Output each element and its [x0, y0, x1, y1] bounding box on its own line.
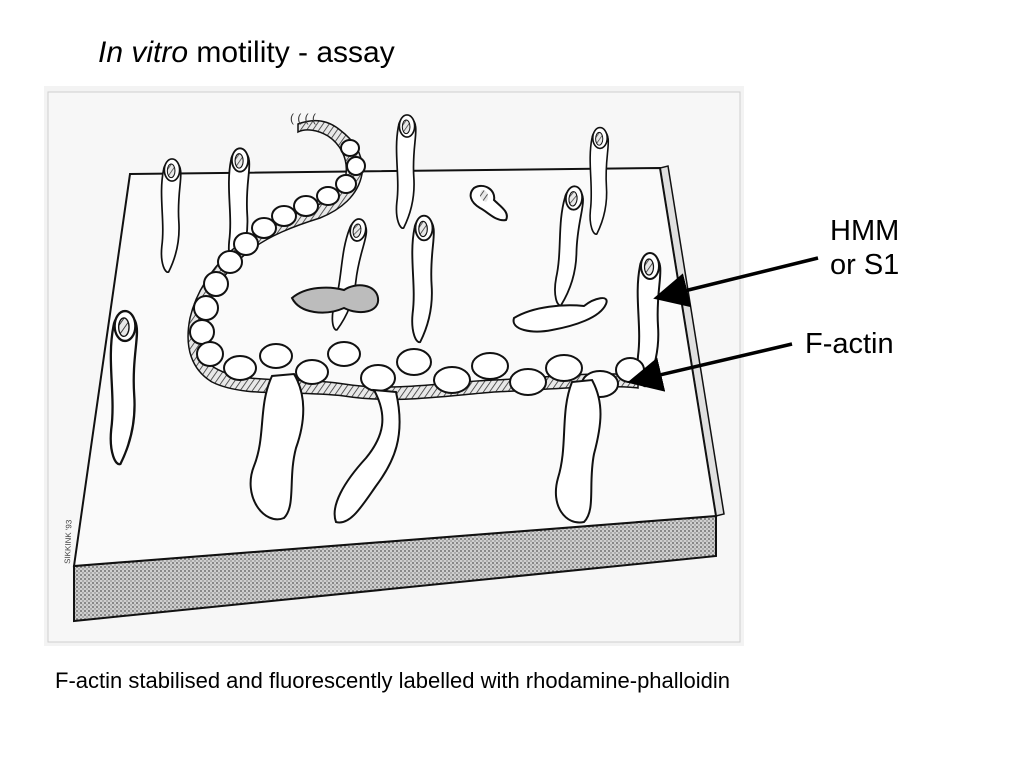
artist-signature: SIKKINK '93 — [63, 519, 74, 564]
title-italic: In vitro — [98, 36, 189, 69]
hmm-label-line2: or S1 — [830, 249, 900, 281]
slide-title: In vitro motility - assay — [98, 34, 395, 72]
bound-myosin-icon — [249, 372, 602, 524]
motility-assay-illustration: SIKKINK '93 — [44, 86, 744, 646]
title-rest: motility - assay — [188, 36, 395, 69]
slide-caption: F-actin stabilised and fluorescently lab… — [55, 668, 731, 693]
hmm-label-line1: HMM — [830, 215, 900, 247]
hmm-label: HMM or S1 — [830, 214, 899, 282]
svg-text:( ( ( (: ( ( ( ( — [290, 111, 316, 125]
factin-label: F-actin — [805, 328, 894, 360]
myosin-head-icon — [109, 114, 662, 466]
